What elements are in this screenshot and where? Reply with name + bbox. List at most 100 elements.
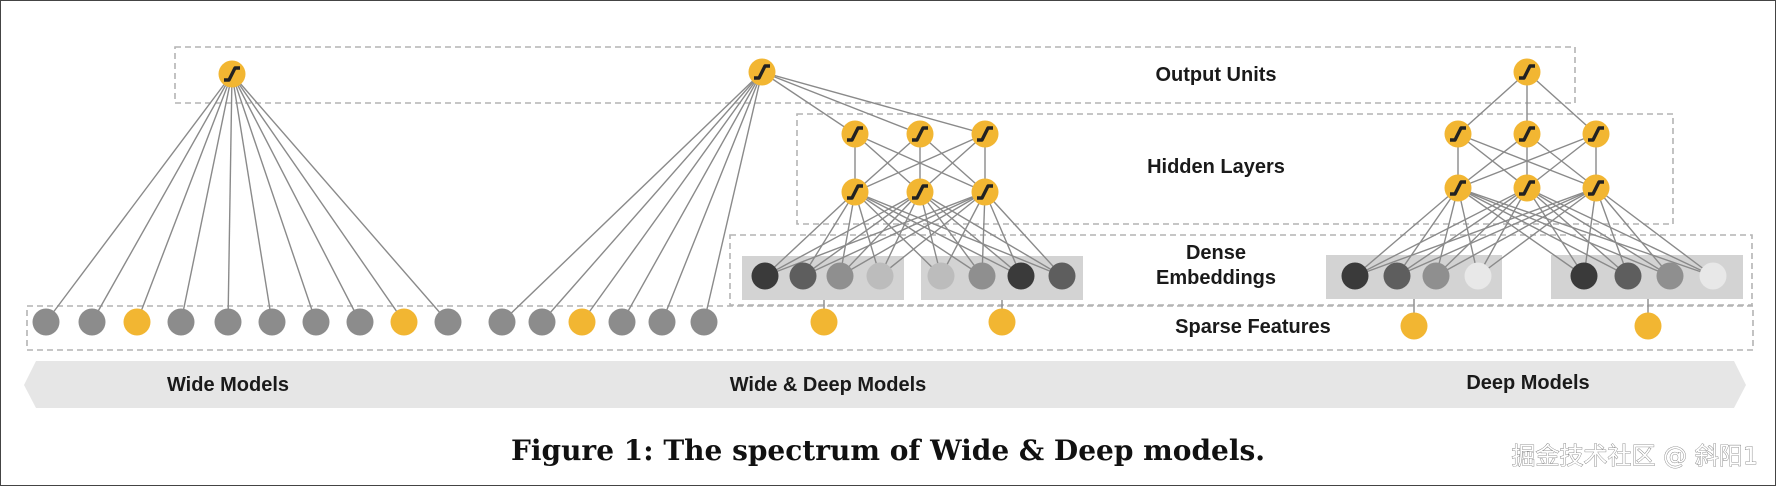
sigmoid-curve-icon <box>1519 126 1535 142</box>
deep-output-edge <box>1457 71 1528 135</box>
wd-output-edge <box>761 71 986 135</box>
wd-embedding-node <box>968 262 996 290</box>
deep-embedding-edge <box>1457 187 1629 277</box>
wd-hidden-edge <box>854 133 986 193</box>
deep-embedding-node <box>1699 262 1727 290</box>
wd-embedding-edge <box>919 191 983 277</box>
spectrum-banner <box>24 361 1746 408</box>
deep-embedding-edge <box>1595 187 1629 277</box>
wd-embedding-edge <box>984 191 1022 277</box>
deep-embedding-edge <box>1457 187 1714 277</box>
wd-embedding-edge <box>839 191 856 277</box>
wd-embedding-edge <box>919 191 1022 277</box>
deep-hidden-unit <box>1444 120 1472 148</box>
deep-hidden-unit <box>1582 174 1610 202</box>
deep-embedding-edge <box>1457 187 1479 277</box>
sigmoid-curve-icon <box>1588 180 1604 196</box>
wd-hidden-unit <box>906 178 934 206</box>
deep-hidden-unit <box>1513 174 1541 202</box>
sigmoid-curve-icon <box>1519 64 1535 80</box>
deep-embedding-edge <box>1477 187 1597 277</box>
deep-embedding-edge <box>1354 187 1459 277</box>
deep-embedding-node <box>1656 262 1684 290</box>
deep-embedding-edge <box>1526 187 1629 277</box>
wd-embedding-edge <box>940 191 986 277</box>
sparse-features-label: Sparse Features <box>1175 316 1331 338</box>
dense-embeddings-box <box>729 234 1753 306</box>
wide-output-unit <box>218 60 246 88</box>
wd-embedding-edge <box>919 191 1063 277</box>
deep-embedding-edge <box>1396 187 1459 277</box>
wide-sparse-feature <box>32 308 60 336</box>
wd-embedding-edge <box>919 191 942 277</box>
wide-edge <box>180 73 233 323</box>
wd-sparse-categorical <box>810 308 838 336</box>
output-units-box <box>174 46 1576 104</box>
wd-sparse-feature <box>528 308 556 336</box>
deep-embedding-node <box>1383 262 1411 290</box>
deep-embedding-edge <box>1457 187 1671 277</box>
sigmoid-curve-icon <box>1450 126 1466 142</box>
wide-edge <box>231 73 405 323</box>
wd-hidden-edge <box>919 133 986 193</box>
wide-edge <box>231 73 273 323</box>
wd-output-edge <box>761 71 856 135</box>
sigmoid-curve-icon <box>977 126 993 142</box>
wd-embedding-edge <box>839 191 921 277</box>
deep-embedding-edge <box>1457 187 1585 277</box>
deep-hidden-unit <box>1513 120 1541 148</box>
deep-embedding-edge <box>1526 187 1714 277</box>
wd-embedding-edge <box>854 191 983 277</box>
deep-hidden-edge <box>1457 133 1528 189</box>
deep-embedding-edge <box>1435 187 1459 277</box>
wd-embedding-edge <box>764 191 921 277</box>
wd-sparse-feature <box>568 308 596 336</box>
wd-embedding-edge <box>854 191 942 277</box>
sigmoid-curve-icon <box>912 126 928 142</box>
hidden-layers-box-top <box>796 113 1674 225</box>
wide-edge <box>231 73 361 323</box>
wd-hidden-unit <box>841 178 869 206</box>
figure-caption: Figure 1: The spectrum of Wide & Deep mo… <box>511 434 1265 467</box>
wd-embedding-edge <box>854 191 881 277</box>
wd-wide-edge <box>541 71 763 323</box>
wd-wide-edge <box>703 71 763 323</box>
wd-embedding-node <box>789 262 817 290</box>
sigmoid-curve-icon <box>1450 180 1466 196</box>
sparse-features-box <box>26 305 1754 351</box>
wide-edge <box>136 73 233 323</box>
sigmoid-curve-icon <box>1519 180 1535 196</box>
wide-sparse-feature <box>390 308 418 336</box>
wd-sparse-feature <box>608 308 636 336</box>
wd-embedding-edge <box>984 191 1063 277</box>
wd-embedding-edge <box>879 191 921 277</box>
wd-embedding-node <box>751 262 779 290</box>
wd-sparse-feature <box>488 308 516 336</box>
wd-wide-edge <box>661 71 763 323</box>
deep-embedding-node <box>1614 262 1642 290</box>
deep-embedding-node <box>1464 262 1492 290</box>
wd-output-edge <box>761 71 921 135</box>
banner-wide-models: Wide Models <box>167 374 289 396</box>
deep-embedding-edge <box>1583 187 1597 277</box>
wide-edge <box>45 73 233 323</box>
wd-output-unit <box>748 58 776 86</box>
wd-embedding-node <box>927 262 955 290</box>
deep-embedding-edge <box>1354 187 1597 277</box>
wide-sparse-feature <box>258 308 286 336</box>
deep-embedding-edge <box>1477 187 1528 277</box>
wd-sparse-feature <box>690 308 718 336</box>
deep-sparse-categorical <box>1400 312 1428 340</box>
wd-embedding-edge <box>802 191 856 277</box>
wd-hidden-unit <box>841 120 869 148</box>
wd-embedding-edge <box>764 191 856 277</box>
sigmoid-curve-icon <box>847 184 863 200</box>
banner-wide-deep-models: Wide & Deep Models <box>730 374 927 396</box>
deep-embedding-edge <box>1526 187 1585 277</box>
deep-embedding-edge <box>1526 187 1671 277</box>
deep-embedding-edge <box>1435 187 1597 277</box>
deep-output-edge <box>1526 71 1597 135</box>
wd-embedding-edge <box>839 191 986 277</box>
deep-hidden-edge <box>1526 133 1597 189</box>
wd-embedding-edge <box>854 191 1063 277</box>
